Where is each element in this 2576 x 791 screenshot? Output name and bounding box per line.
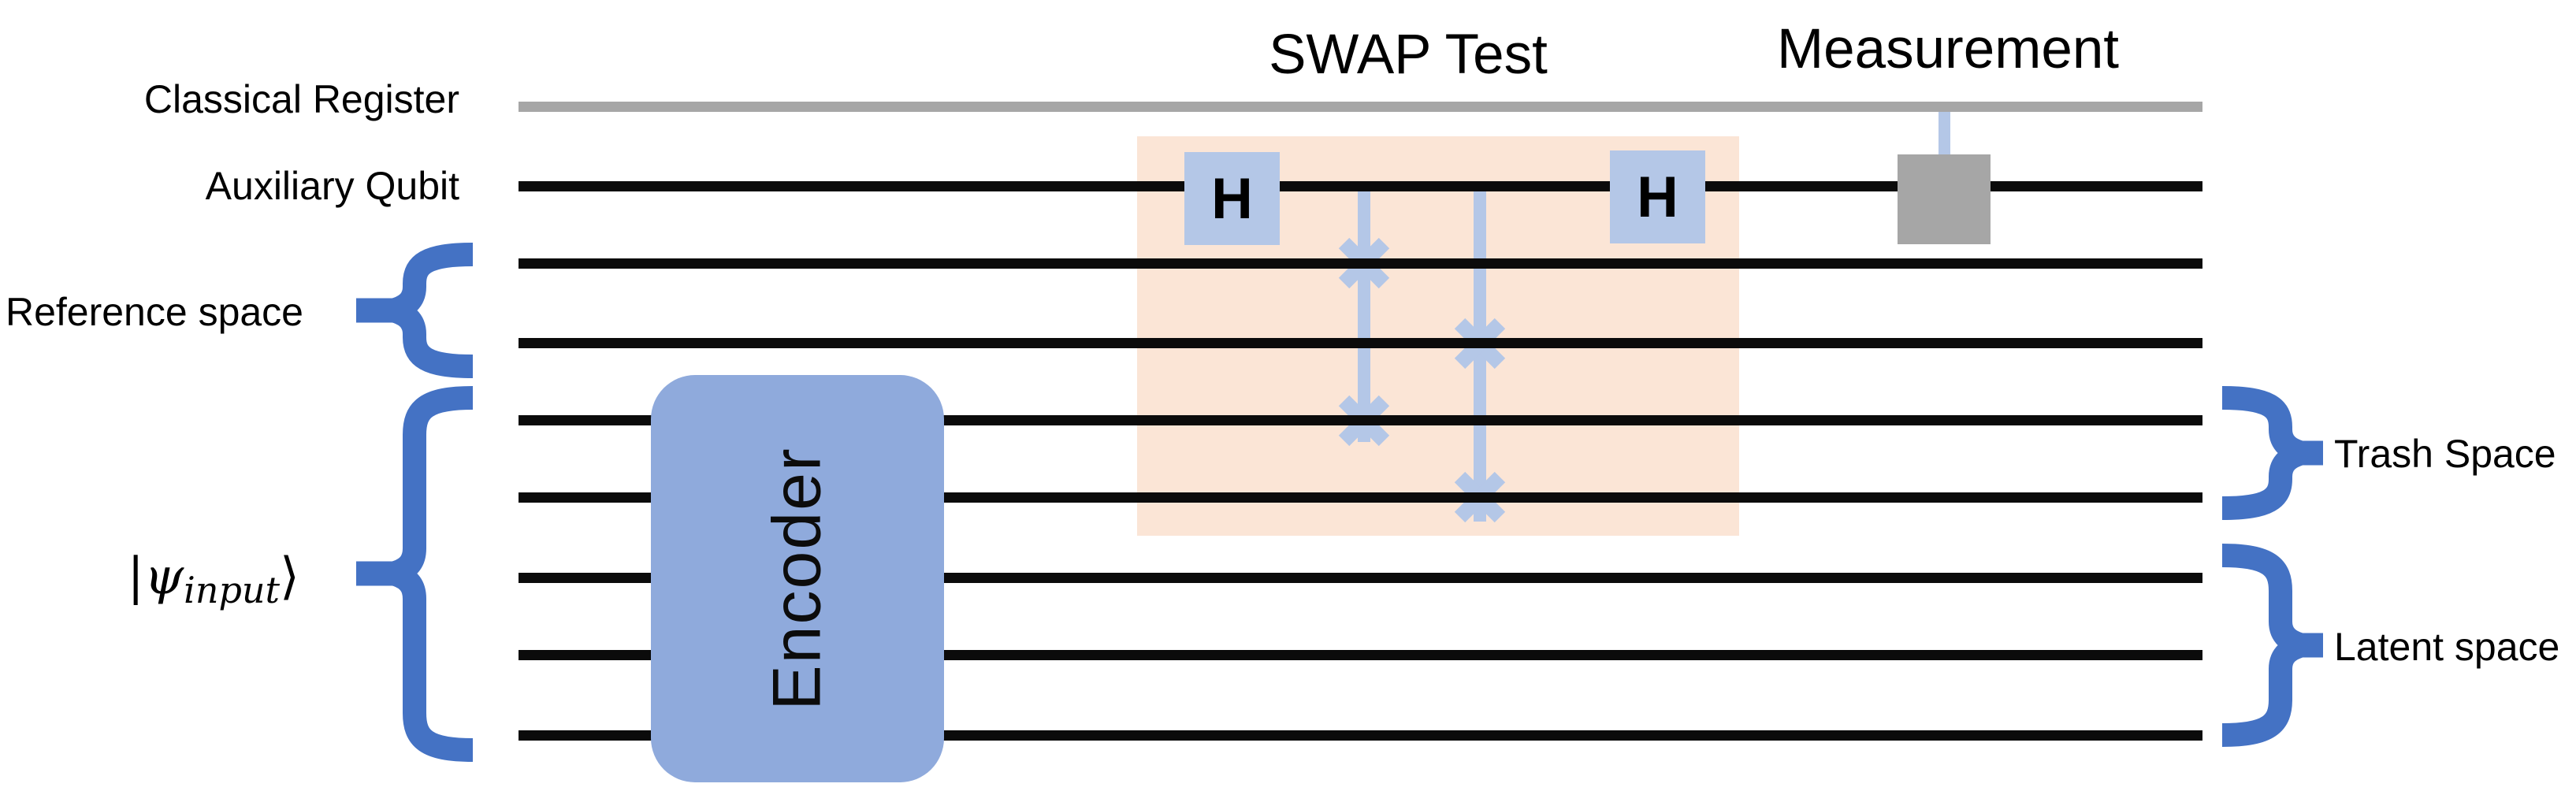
encoder-label: Encoder xyxy=(759,447,835,711)
trash-space-brace-icon xyxy=(2221,386,2323,520)
swap-test-title: SWAP Test xyxy=(1269,24,1548,86)
reference-wire-2 xyxy=(519,338,2202,348)
measurement-connector-line xyxy=(1939,110,1950,157)
measurement-box-icon xyxy=(1898,154,1991,244)
trash-space-label: Trash Space xyxy=(2334,432,2556,476)
classical-register-wire xyxy=(519,102,2202,112)
encoder-block: Encoder xyxy=(651,375,944,782)
hadamard-gate-1: H xyxy=(1184,152,1280,245)
psi-subscript: input xyxy=(184,569,281,611)
reference-space-label: Reference space xyxy=(5,290,303,334)
latent-space-label: Latent space xyxy=(2334,625,2560,669)
hadamard-gate-label: H xyxy=(1637,165,1678,229)
reference-space-brace-icon xyxy=(356,243,474,378)
auxiliary-qubit-wire xyxy=(519,181,2202,191)
auxiliary-qubit-label: Auxiliary Qubit xyxy=(205,164,459,208)
classical-register-label: Classical Register xyxy=(143,77,459,121)
psi-input-label: |ψinput⟩ xyxy=(0,547,299,608)
reference-wire-1 xyxy=(519,258,2202,269)
measurement-title: Measurement xyxy=(1776,18,2120,80)
latent-space-brace-icon xyxy=(2221,544,2323,747)
hadamard-gate-label: H xyxy=(1211,166,1253,231)
psi-input-brace-icon xyxy=(356,386,474,762)
ket-open-bar: | xyxy=(127,548,144,606)
hadamard-gate-2: H xyxy=(1610,150,1705,243)
psi-symbol: ψ xyxy=(143,548,184,606)
ket-close-angle: ⟩ xyxy=(280,548,299,606)
